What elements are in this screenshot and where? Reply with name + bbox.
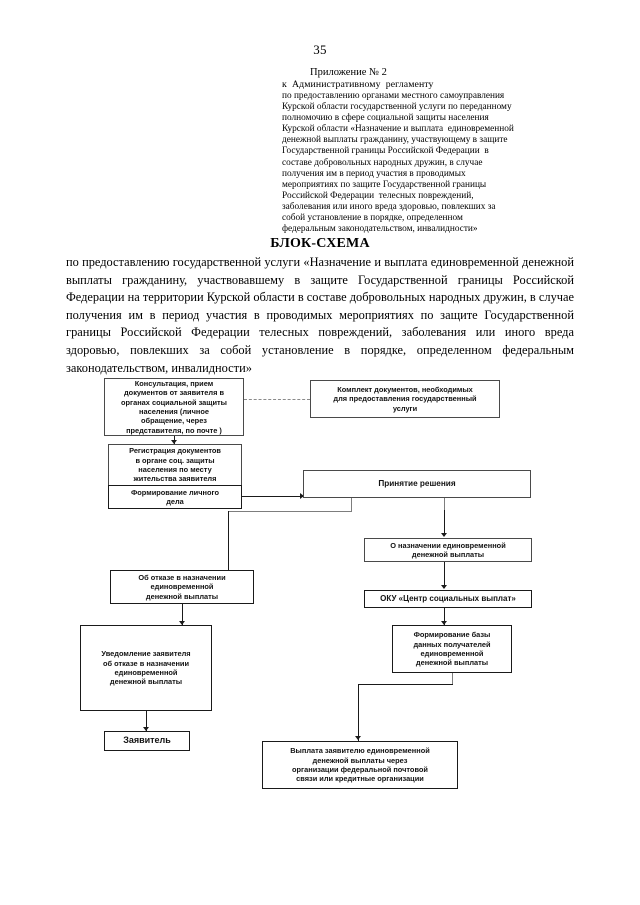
connector-decision-left-horizontal [228, 511, 352, 512]
connector-grant-to-oku [444, 562, 445, 588]
appendix-line-4: Курской области «Назначение и выплата ед… [282, 124, 514, 135]
appendix-line-11: заболевания или иного вреда здоровью, по… [282, 201, 496, 212]
connector-database-left-horizontal [358, 684, 453, 685]
connector-database-to-payment [358, 684, 359, 741]
arrow-down-icon-applicant [143, 727, 149, 731]
flow-node-payment-label: Выплата заявителю единовременной денежно… [290, 746, 430, 784]
flow-node-decision-label: Принятие решения [378, 479, 456, 489]
flow-node-grant-payment-label: О назначении единовременной денежной вып… [390, 540, 506, 559]
appendix-line-13: федеральным законодательством, инвалидно… [282, 224, 478, 235]
connector-decision-left-vertical [228, 511, 229, 585]
flow-node-registration: Регистрация документов в органе соц. защ… [108, 444, 242, 486]
appendix-line-3: полномочию в сфере социальной защиты нас… [282, 113, 489, 124]
flow-node-applicant: Заявитель [104, 731, 190, 751]
connector-notice-to-applicant [146, 711, 147, 732]
flow-node-consultation-label: Консультация, прием документов от заявит… [121, 378, 227, 435]
flow-node-applicant-label: Заявитель [123, 735, 171, 746]
arrow-down-icon-refusal-notice [179, 621, 185, 625]
intro-paragraph: по предоставлению государственной услуги… [66, 255, 574, 375]
appendix-header-block: Приложение № 2 к Административному регла… [282, 66, 572, 235]
appendix-line-10: Российской Федерации телесных повреждени… [282, 190, 474, 201]
flow-node-decision: Принятие решения [303, 470, 531, 498]
appendix-line-8: получения им в период участия в проводим… [282, 168, 466, 179]
flow-node-refusal-notice-label: Уведомление заявителя об отказе в назнач… [101, 649, 191, 687]
arrow-down-icon-payment [355, 736, 361, 740]
flow-node-registration-label: Регистрация документов в органе соц. защ… [129, 446, 221, 484]
flow-node-refusal-notice: Уведомление заявителя об отказе в назнач… [80, 625, 212, 711]
appendix-line-5: денежной выплаты гражданину, участвующем… [282, 135, 508, 146]
appendix-line-6: Государственной границы Российской Федер… [282, 146, 489, 157]
arrow-down-icon-grant [441, 533, 447, 537]
flow-node-refusal: Об отказе в назначении единовременной де… [110, 570, 254, 604]
connector-consultation-to-documents [244, 399, 310, 400]
flow-node-consultation: Консультация, прием документов от заявит… [104, 378, 244, 436]
scheme-title: БЛОК-СХЕМА [270, 236, 370, 251]
connector-refusal-to-notice [182, 604, 183, 626]
connector-decision-branch-right-stub [444, 498, 445, 510]
flow-node-documents-set-label: Комплект документов, необходимых для пре… [333, 384, 477, 413]
flow-node-grant-payment: О назначении единовременной денежной вып… [364, 538, 532, 562]
flow-node-database-label: Формирование базы данных получателей еди… [413, 630, 491, 668]
page-number: 35 [313, 42, 327, 57]
arrow-down-icon-database [441, 621, 447, 625]
appendix-line-9: мероприятиях по защите Государственной г… [282, 179, 487, 190]
flow-node-database: Формирование базы данных получателей еди… [392, 625, 512, 673]
appendix-line-0: к Административному регламенту [282, 79, 434, 90]
flow-node-personal-file-label: Формирование личного дела [130, 487, 219, 506]
appendix-title: Приложение № 2 [310, 67, 387, 78]
appendix-line-2: Курской области государственной услуги п… [282, 102, 512, 113]
connector-database-down-stub [452, 673, 453, 685]
flow-node-documents-set: Комплект документов, необходимых для пре… [310, 380, 500, 418]
flow-node-refusal-label: Об отказе в назначении единовременной де… [138, 572, 226, 601]
appendix-line-12: собой установление в порядке, определенн… [282, 213, 463, 224]
connector-personal-file-to-decision [242, 496, 304, 497]
flow-node-oku-center: ОКУ «Центр социальных выплат» [364, 590, 532, 608]
arrow-down-icon-registration [171, 440, 177, 444]
appendix-line-7: составе добровольных народных дружин, в … [282, 157, 483, 168]
arrow-right-icon-decision [300, 493, 304, 499]
connector-decision-branch-left-stub [351, 498, 352, 512]
arrow-down-icon-oku [441, 585, 447, 589]
appendix-line-1: по предоставлению органами местного само… [282, 91, 505, 101]
flow-node-oku-center-label: ОКУ «Центр социальных выплат» [380, 594, 516, 604]
flow-node-payment: Выплата заявителю единовременной денежно… [262, 741, 458, 789]
connector-oku-to-database [444, 608, 445, 626]
connector-decision-to-grant [444, 510, 445, 536]
flow-node-personal-file: Формирование личного дела [108, 485, 242, 509]
